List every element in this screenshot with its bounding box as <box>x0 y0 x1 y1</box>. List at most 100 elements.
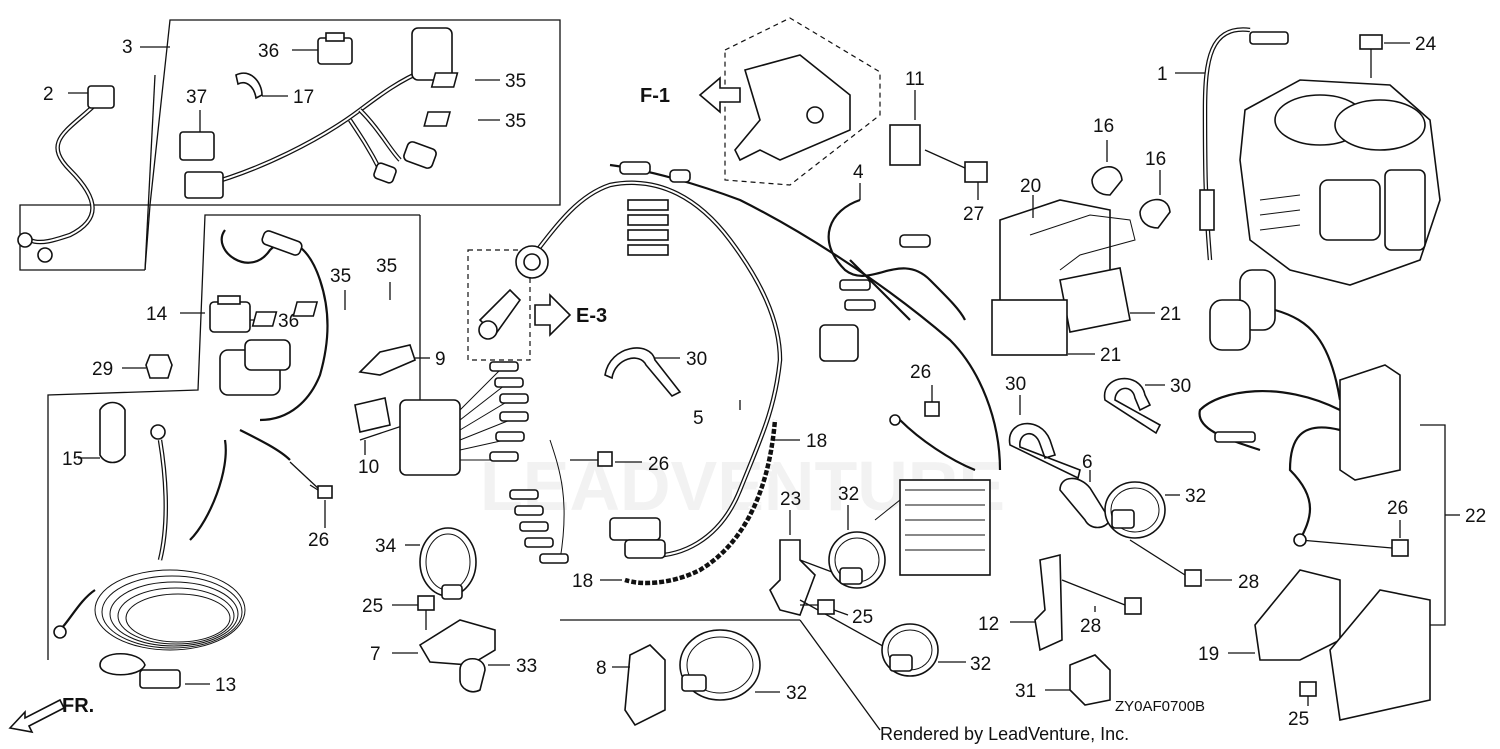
label-32-c: 32 <box>970 654 991 675</box>
part-26-mid: 26 <box>570 451 669 475</box>
part-25-bolt-rb: 25 <box>1288 681 1317 730</box>
part-24-bolt: 24 <box>1359 34 1437 78</box>
switch-harness <box>219 229 329 491</box>
part-32-clamp-bottom: 32 <box>679 629 807 704</box>
label-4: 4 <box>853 162 864 183</box>
label-31: 31 <box>1015 681 1036 702</box>
harness-3 <box>184 27 453 199</box>
part-29-nut: 29 <box>92 354 173 380</box>
part-1-cable: 1 <box>1157 27 1289 261</box>
part-21-pad-b: 21 <box>991 299 1121 366</box>
part-26-regulator: 26 <box>910 362 940 417</box>
label-32-d: 32 <box>786 683 807 704</box>
part-19-cover: 19 <box>1198 569 1431 721</box>
part-26-right: 26 <box>1293 498 1409 557</box>
part-22-ignition: 22 <box>1198 269 1486 626</box>
part-10-connector-bundle: 10 <box>354 361 666 564</box>
part-30-tie-mid: 30 <box>1005 374 1081 480</box>
bracket-f1-group: F-1 11 27 <box>640 17 988 225</box>
regulator-unit <box>874 414 991 576</box>
label-7: 7 <box>370 644 381 665</box>
label-19: 19 <box>1198 644 1219 665</box>
label-28-a: 28 <box>1238 572 1259 593</box>
label-26-d: 26 <box>1387 498 1408 519</box>
label-35-c: 35 <box>330 266 351 287</box>
label-5: 5 <box>693 408 704 429</box>
credit-text: Rendered by LeadVenture, Inc. <box>880 724 1129 744</box>
diagram-code: ZY0AF0700B <box>1115 698 1205 715</box>
main-harness-5: 5 <box>515 161 1002 558</box>
part-30-tie-left: 30 <box>604 347 707 397</box>
part-37: 37 <box>179 87 215 161</box>
label-24: 24 <box>1415 34 1437 55</box>
part-32-clamp-ru: 32 <box>1104 481 1206 539</box>
label-32-a: 32 <box>1185 486 1206 507</box>
label-30-b: 30 <box>1005 374 1026 395</box>
part-8-bracket: 8 <box>596 644 666 727</box>
label-14: 14 <box>146 304 168 325</box>
label-9: 9 <box>435 349 446 370</box>
label-12: 12 <box>978 614 999 635</box>
label-16-b: 16 <box>1145 149 1166 170</box>
label-36-top: 36 <box>258 41 279 62</box>
part-17-clip: 17 <box>235 72 314 108</box>
label-15: 15 <box>62 449 83 470</box>
label-33: 33 <box>516 656 537 677</box>
label-26-c: 26 <box>910 362 931 383</box>
part-16-clip-b: 16 <box>1139 149 1171 229</box>
part-4-harness: 4 <box>827 162 966 321</box>
part-26-left: 26 <box>308 484 333 551</box>
label-25-b: 25 <box>852 607 873 628</box>
sensor-e3-group: E-3 <box>467 249 607 361</box>
label-1: 1 <box>1157 64 1168 85</box>
label-29: 29 <box>92 359 113 380</box>
label-2: 2 <box>43 84 54 105</box>
part-23-bracket: 23 <box>769 489 891 651</box>
part-25-bolt-left: 25 <box>362 595 435 630</box>
label-30-c: 30 <box>1170 376 1191 397</box>
part-28-bolt-a: 28 <box>1129 539 1259 593</box>
engine-block <box>1239 79 1441 286</box>
label-35-a: 35 <box>505 71 526 92</box>
part-35-mid-pair: 35 35 <box>251 256 397 327</box>
label-10: 10 <box>358 457 379 478</box>
label-13: 13 <box>215 675 236 696</box>
kit-box-3: 3 <box>19 19 561 271</box>
label-26-a: 26 <box>308 530 329 551</box>
label-21-a: 21 <box>1160 304 1181 325</box>
label-18-b: 18 <box>572 571 593 592</box>
label-27: 27 <box>963 204 984 225</box>
label-34: 34 <box>375 536 397 557</box>
part-21-pad-a: 21 <box>1059 267 1181 333</box>
coiled-cable: 13 <box>53 424 246 696</box>
label-35-b: 35 <box>505 111 526 132</box>
part-31-clip: 31 <box>1015 654 1111 706</box>
label-23: 23 <box>780 489 801 510</box>
ref-fr: FR. <box>62 695 94 717</box>
label-37: 37 <box>186 87 207 108</box>
part-2-cable: 2 <box>17 84 115 263</box>
label-35-d: 35 <box>376 256 397 277</box>
part-6-bracket: 6 <box>1059 452 1111 529</box>
label-8: 8 <box>596 658 607 679</box>
part-30-tie-right: 30 <box>1103 376 1191 435</box>
part-18-spiral-tube: 18 18 <box>572 419 827 592</box>
part-15-boot: 15 <box>62 401 126 470</box>
label-20: 20 <box>1020 176 1041 197</box>
part-9-bracket: 9 <box>358 344 446 376</box>
label-30-a: 30 <box>686 349 707 370</box>
front-direction-indicator: FR. <box>8 695 94 734</box>
part-25-bolt-mid: 25 <box>800 599 873 628</box>
part-7-bracket: 7 <box>370 619 496 666</box>
ref-f1: F-1 <box>640 85 670 107</box>
part-16-clip-a: 16 <box>1091 116 1123 196</box>
part-35-top-pair: 35 35 <box>423 71 526 132</box>
label-18-a: 18 <box>806 431 827 452</box>
part-36-top: 36 <box>258 32 353 65</box>
label-16-a: 16 <box>1093 116 1114 137</box>
part-33-clip: 33 <box>459 656 537 693</box>
label-28-b: 28 <box>1080 616 1101 637</box>
part-32-clamp-mid: 32 <box>828 484 886 589</box>
label-25-c: 25 <box>1288 709 1309 730</box>
